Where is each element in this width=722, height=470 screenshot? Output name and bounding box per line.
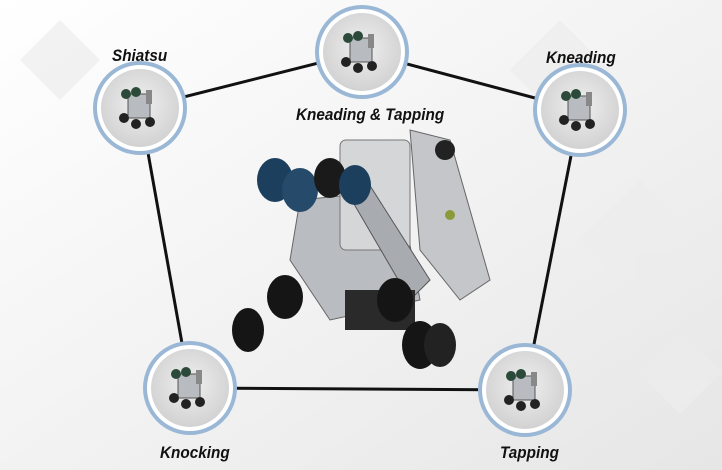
- central-massage-mechanism: [232, 129, 491, 369]
- label-kneading: Kneading: [546, 48, 616, 67]
- label-kneading-tapping: Kneading & Tapping: [296, 105, 445, 124]
- label-tapping: Tapping: [500, 443, 559, 462]
- label-shiatsu: Shiatsu: [112, 46, 168, 65]
- label-knocking: Knocking: [160, 443, 230, 462]
- node-circles: [93, 5, 627, 437]
